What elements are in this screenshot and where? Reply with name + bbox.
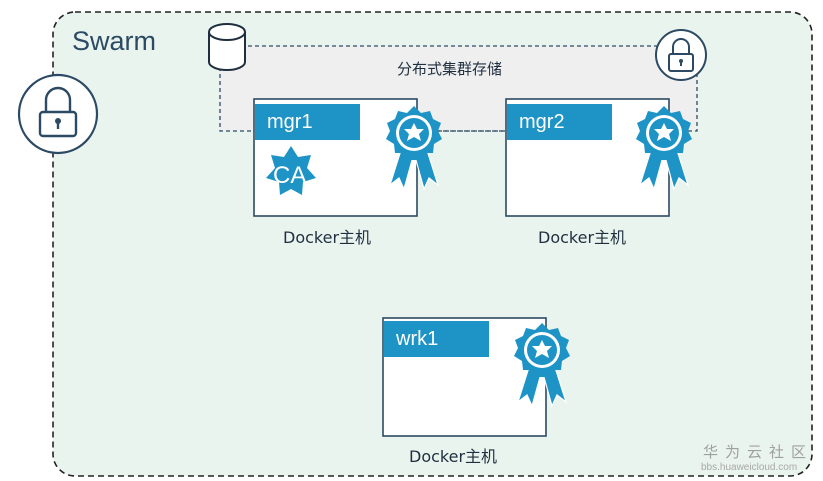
cluster-lock-icon: [17, 73, 99, 155]
database-icon: [208, 23, 246, 71]
certificate-icon-wrk1: [514, 323, 570, 408]
node-tag-mgr1: mgr1: [255, 104, 360, 140]
ca-label: CA: [273, 162, 307, 189]
host-label-mgr2: Docker主机: [538, 228, 627, 247]
watermark-url: bbs.huaweicloud.com: [701, 462, 798, 473]
ca-star-icon: [266, 146, 316, 195]
certificate-icon-mgr1: [386, 106, 442, 191]
swarm-title: Swarm: [72, 26, 157, 56]
node-tag-mgr2: mgr2: [507, 104, 612, 140]
node-tag-wrk1: wrk1: [384, 321, 489, 357]
watermark-name: 华为云社区: [703, 443, 814, 461]
certificate-icon: [514, 323, 570, 408]
storage-label: 分布式集群存储: [397, 60, 503, 78]
lock-icon: [655, 29, 707, 81]
host-label-mgr1: Docker主机: [283, 228, 372, 247]
certificate-icon-mgr2: [636, 106, 692, 191]
certificate-icon: [386, 106, 442, 191]
host-label-wrk1: Docker主机: [409, 447, 498, 466]
certificate-icon: [636, 106, 692, 191]
